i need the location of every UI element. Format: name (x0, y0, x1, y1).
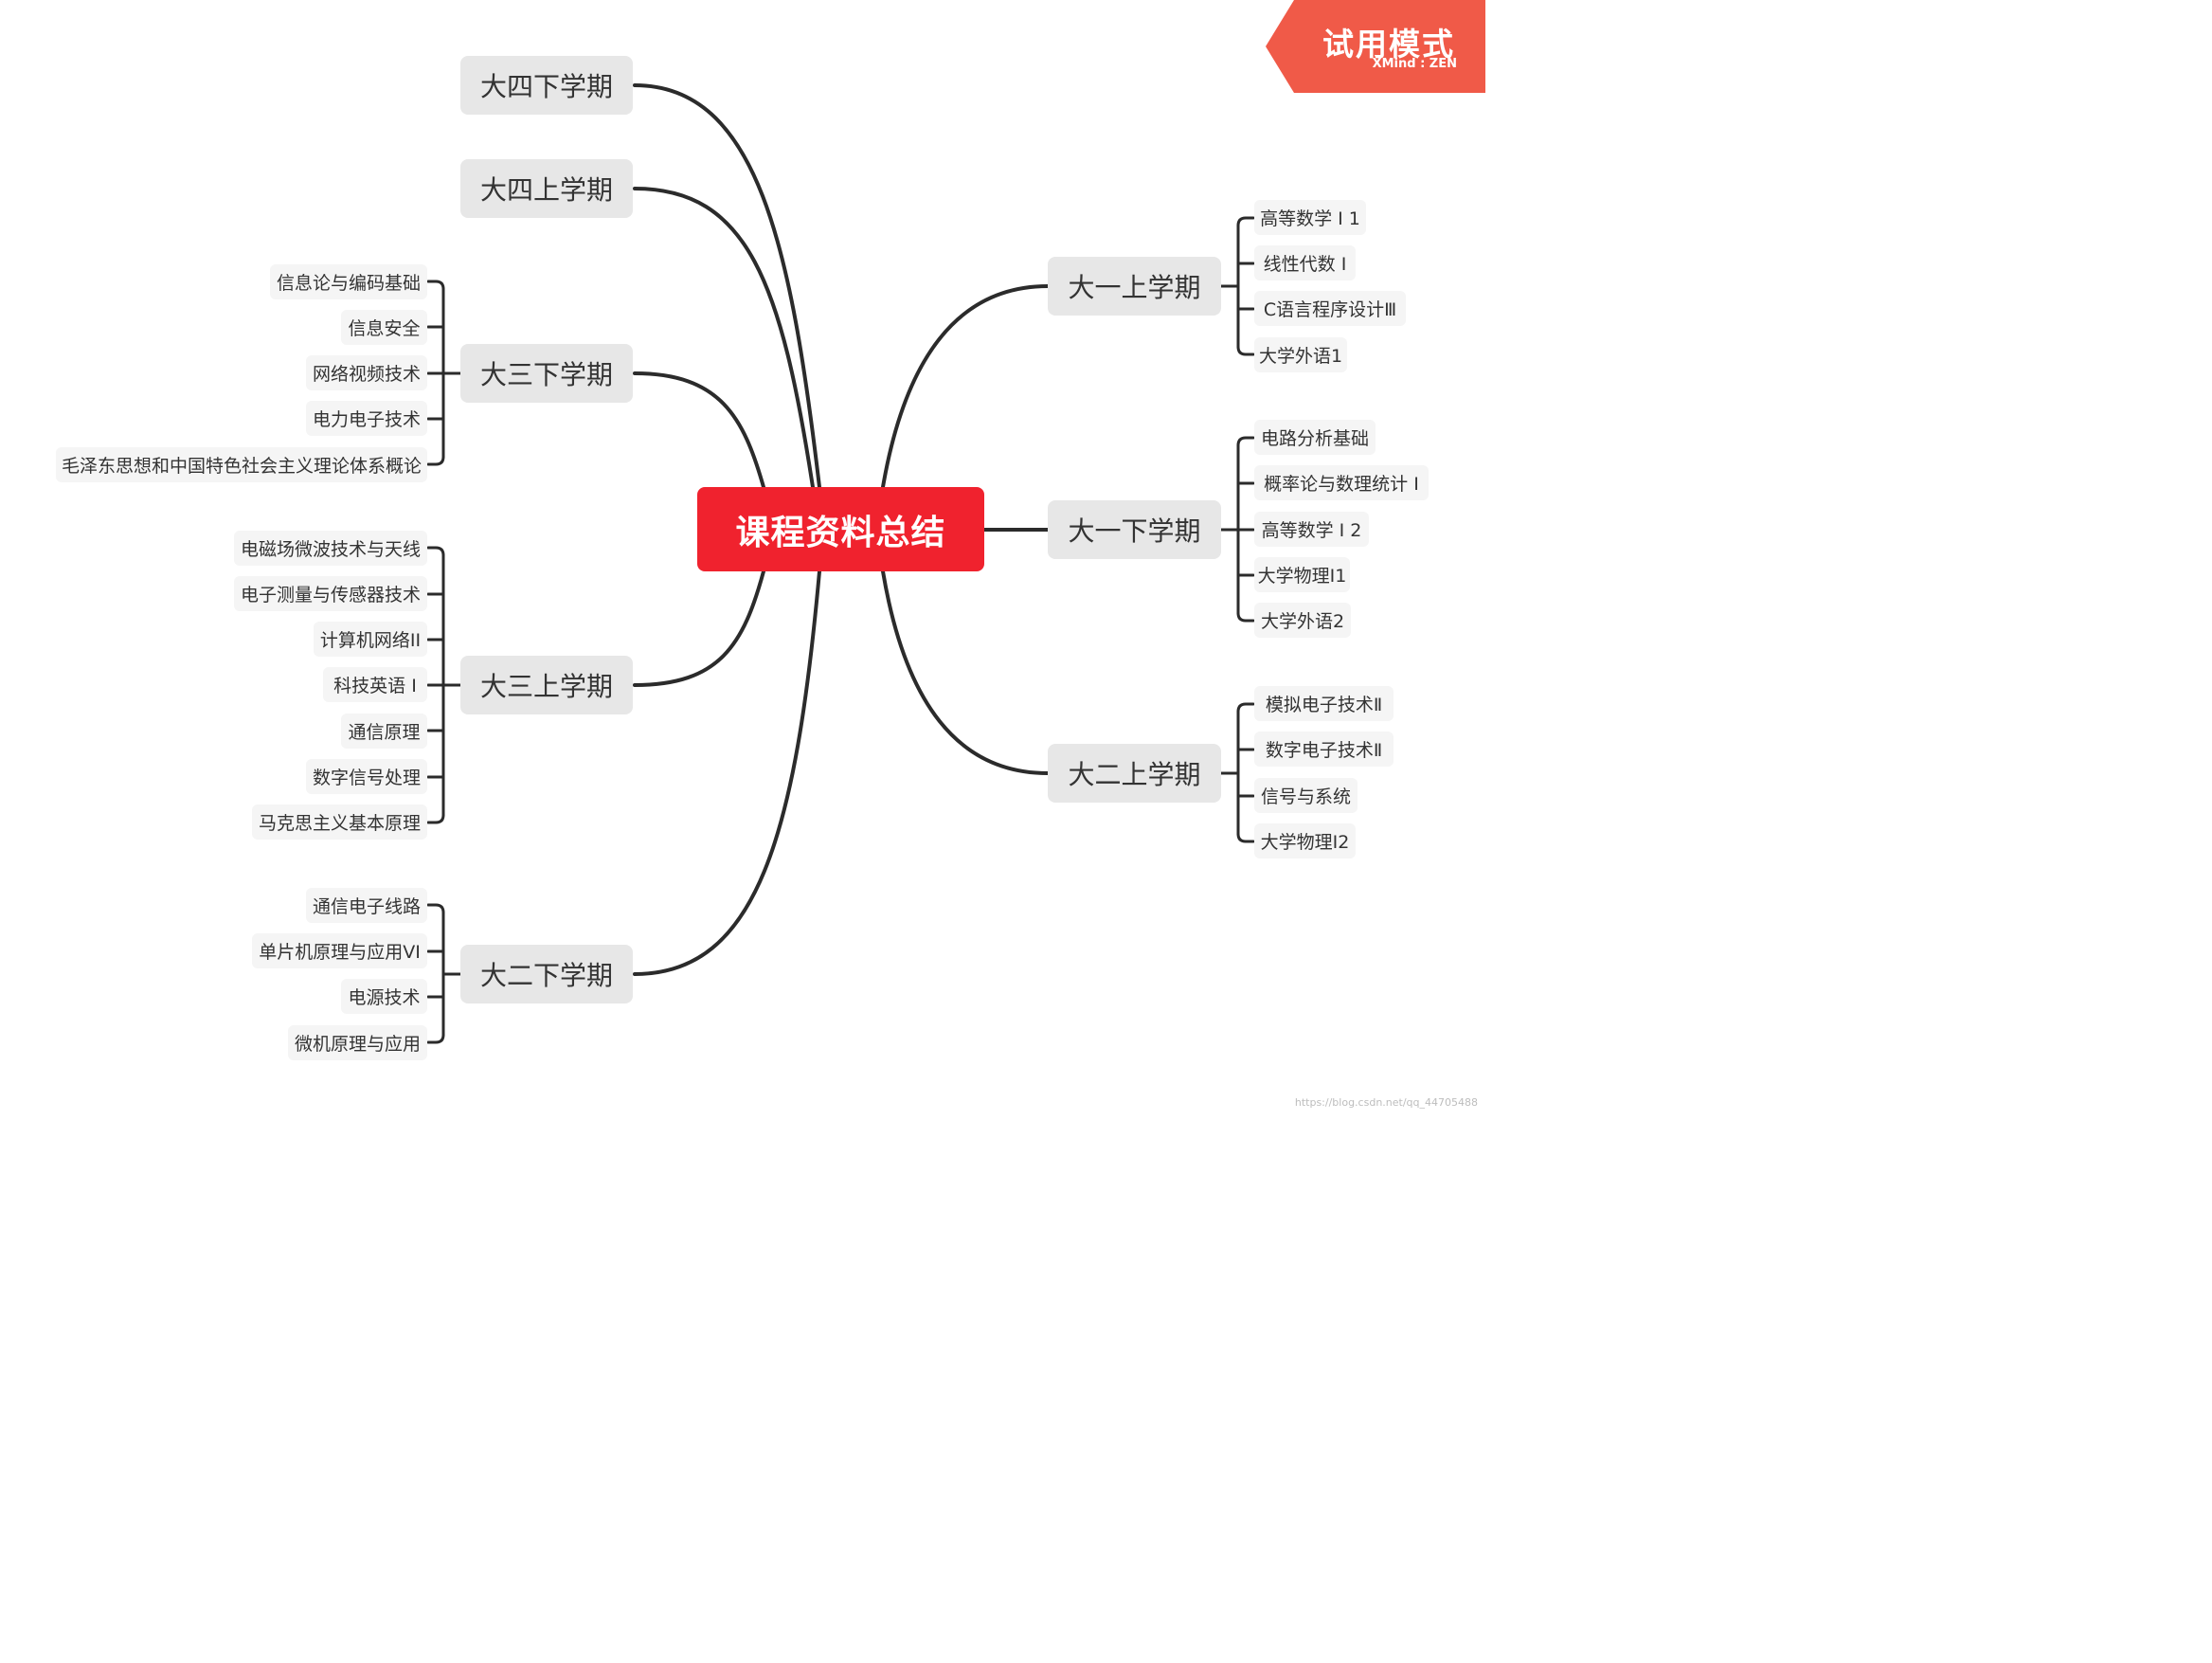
leaf-y1s2-2[interactable]: 概率论与数理统计 I (1254, 465, 1429, 500)
trial-mode-badge[interactable]: 试用模式 XMind : ZEN (1266, 0, 1485, 93)
badge-title: 试用模式 (1322, 26, 1455, 63)
link-center-y4s2 (633, 83, 821, 489)
leaf-y2s2-4[interactable]: 微机原理与应用 (288, 1025, 427, 1060)
bracket-y1s1-tick-3 (1236, 345, 1255, 356)
leaf-y1s2-3[interactable]: 高等数学 I 2 (1254, 512, 1369, 547)
bracket-y3s2-tick-0 (426, 280, 445, 291)
leaf-y3s2-4[interactable]: 电力电子技术 (306, 401, 427, 436)
leaf-y1s1-1[interactable]: 高等数学 I 1 (1254, 200, 1366, 235)
watermark-url: https://blog.csdn.net/qq_44705488 (1294, 1096, 1478, 1109)
link-center-y3s2 (633, 371, 765, 489)
leaf-y3s1-7[interactable]: 马克思主义基本原理 (252, 804, 427, 840)
branch-y2s2[interactable]: 大二下学期 (460, 945, 633, 1003)
branch-y3s2[interactable]: 大三下学期 (460, 344, 633, 403)
leaf-y3s1-2[interactable]: 电子测量与传感器技术 (234, 576, 427, 611)
bracket-y3s1-tick-6 (426, 813, 445, 824)
leaf-y2s2-1[interactable]: 通信电子线路 (306, 888, 427, 923)
leaf-y3s1-4[interactable]: 科技英语 I (323, 667, 427, 702)
leaf-y3s1-3[interactable]: 计算机网络II (314, 622, 427, 657)
leaf-y1s2-1[interactable]: 电路分析基础 (1254, 420, 1376, 455)
leaf-y3s2-3[interactable]: 网络视频技术 (306, 355, 427, 390)
bracket-y3s2-tick-4 (426, 455, 445, 466)
bracket-y1s1-tick-0 (1236, 216, 1255, 227)
link-center-y1s1 (881, 284, 1050, 489)
leaf-y1s2-4[interactable]: 大学物理I1 (1254, 557, 1350, 592)
leaf-y2s2-2[interactable]: 单片机原理与应用VI (252, 933, 427, 968)
bracket-y2s2-tick-3 (426, 1033, 445, 1044)
branch-y2s1[interactable]: 大二上学期 (1048, 744, 1221, 803)
leaf-y1s1-3[interactable]: C语言程序设计Ⅲ (1254, 291, 1406, 326)
leaf-y3s1-6[interactable]: 数字信号处理 (306, 759, 427, 794)
bracket-y2s1-tick-0 (1236, 702, 1255, 714)
badge-shape-icon (1266, 0, 1485, 93)
leaf-y2s1-3[interactable]: 信号与系统 (1254, 778, 1358, 813)
link-center-y2s1 (881, 569, 1050, 775)
leaf-y2s1-1[interactable]: 模拟电子技术Ⅱ (1254, 686, 1394, 721)
branch-y1s1[interactable]: 大一上学期 (1048, 257, 1221, 316)
leaf-y2s1-2[interactable]: 数字电子技术Ⅱ (1254, 732, 1394, 767)
link-center-y2s2 (633, 569, 821, 976)
bracket-y2s1-tick-3 (1236, 832, 1255, 843)
link-center-y4s1 (633, 187, 815, 489)
link-center-y3s1 (633, 569, 765, 687)
central-topic[interactable]: 课程资料总结 (697, 487, 984, 571)
leaf-y1s1-4[interactable]: 大学外语1 (1254, 337, 1347, 372)
leaf-y2s2-3[interactable]: 电源技术 (341, 979, 427, 1014)
bracket-y1s2-tick-0 (1236, 436, 1255, 447)
leaf-y3s2-1[interactable]: 信息论与编码基础 (270, 264, 427, 299)
leaf-y1s2-5[interactable]: 大学外语2 (1254, 603, 1351, 638)
branch-y3s1[interactable]: 大三上学期 (460, 656, 633, 714)
connector-lines (426, 83, 1255, 1044)
leaf-y3s1-1[interactable]: 电磁场微波技术与天线 (234, 531, 427, 566)
leaf-y3s2-5[interactable]: 毛泽东思想和中国特色社会主义理论体系概论 (56, 447, 427, 482)
bracket-y3s1-tick-0 (426, 546, 445, 557)
leaf-y3s2-2[interactable]: 信息安全 (341, 310, 427, 345)
leaf-y3s1-5[interactable]: 通信原理 (341, 714, 427, 749)
branch-y1s2[interactable]: 大一下学期 (1048, 500, 1221, 559)
bracket-y2s2-tick-0 (426, 903, 445, 914)
branch-y4s2[interactable]: 大四下学期 (460, 56, 633, 115)
branch-y4s1[interactable]: 大四上学期 (460, 159, 633, 218)
leaf-y2s1-4[interactable]: 大学物理I2 (1254, 823, 1356, 859)
mind-map-canvas: 试用模式 XMind : ZEN 课程资料总结 大四下学期 大四上学期 大三下学… (0, 0, 1485, 1116)
bracket-y1s2-tick-4 (1236, 611, 1255, 623)
badge-subtitle: XMind : ZEN (1372, 57, 1457, 71)
leaf-y1s1-2[interactable]: 线性代数 I (1254, 245, 1356, 280)
